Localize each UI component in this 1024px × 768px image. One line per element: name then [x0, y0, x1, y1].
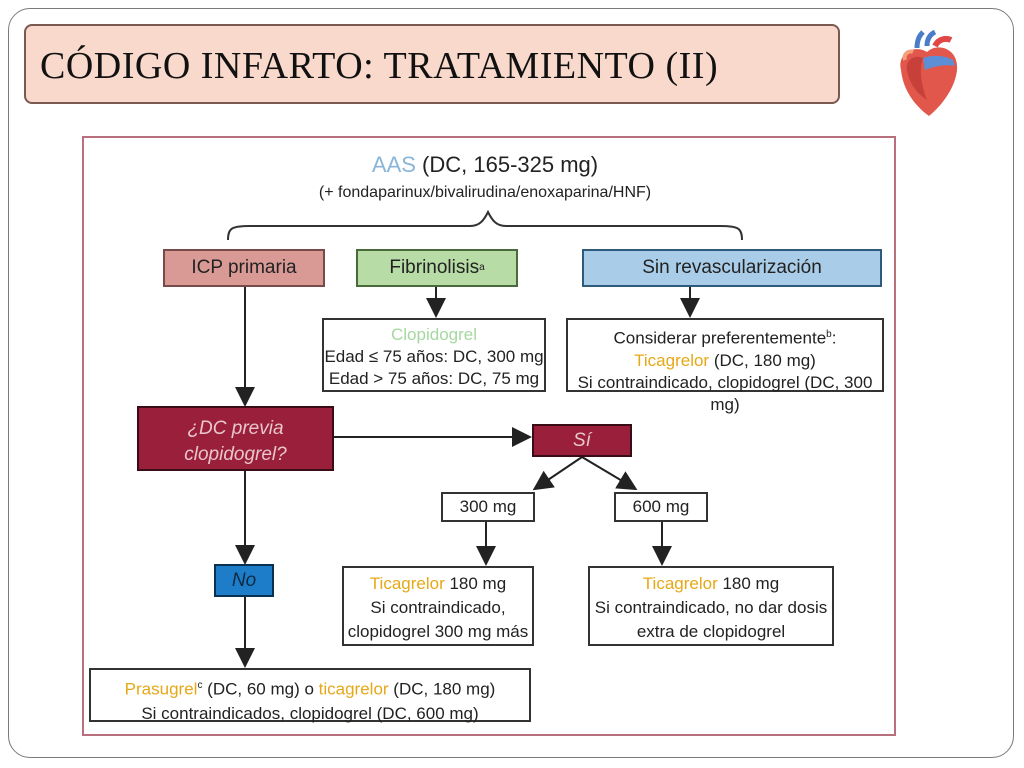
sin-revascularizacion-detail-box: Considerar preferentementeb: Ticagrelor … [566, 318, 884, 414]
prasugrel-line: Prasugrelc (DC, 60 mg) o ticagrelor (DC,… [124, 679, 496, 699]
sin-revascularizacion-label: Sin revascularización [642, 257, 822, 278]
icp-primaria-label: ICP primaria [191, 257, 297, 278]
mg600-line3: extra de clopidogrel [636, 622, 786, 641]
mg600-box: 600 mg [614, 492, 708, 522]
aas-anticoagulants: (+ fondaparinux/bivalirudina/enoxaparina… [318, 184, 652, 201]
age-over-75: Edad > 75 años: DC, 75 mg [328, 369, 540, 388]
aas-label: AAS [371, 152, 416, 177]
ticagrelor-line: Ticagrelor (DC, 180 mg) [634, 350, 816, 370]
dc-previa-question-box: ¿DC previa clopidogrel? [137, 406, 334, 471]
no-label: No [231, 569, 257, 591]
aas-dose: (DC, 165-325 mg) [415, 152, 599, 177]
no-box: No [214, 564, 274, 597]
diagram-frame [82, 136, 896, 736]
aas-heading: AAS (DC, 165-325 mg) [250, 152, 720, 178]
contraindicado-line: Si contraindicado, clopidogrel (DC, 300 … [577, 372, 873, 414]
mg300-box: 300 mg [441, 492, 535, 522]
mg600-label: 600 mg [632, 497, 690, 516]
fibrinolisis-label: Fibrinolisis [389, 257, 480, 278]
sin-revascularizacion-box: Sin revascularización [582, 249, 882, 287]
mg300-detail-box: Ticagrelor 180 mg Si contraindicado, clo… [342, 566, 534, 646]
mg300-line2: Si contraindicado, [370, 598, 506, 617]
mg300-line3: clopidogrel 300 mg más [347, 622, 529, 641]
prasugrel-contraindicado: Si contraindicados, clopidogrel (DC, 600… [141, 703, 479, 723]
title-box: CÓDIGO INFARTO: TRATAMIENTO (II) [24, 24, 840, 104]
si-label: Sí [573, 429, 591, 451]
heart-icon [900, 30, 958, 116]
mg600-ticagrelor: Ticagrelor 180 mg [642, 574, 780, 593]
considerar-line: Considerar preferentementeb: [613, 328, 837, 348]
prasugrel-box: Prasugrelc (DC, 60 mg) o ticagrelor (DC,… [89, 668, 531, 723]
icp-primaria-box: ICP primaria [163, 249, 325, 287]
clopidogrel-title: Clopidogrel [391, 325, 477, 344]
mg300-label: 300 mg [459, 497, 517, 516]
age-under-75: Edad ≤ 75 años: DC, 300 mg [324, 347, 544, 366]
question-line1: ¿DC previa [187, 418, 284, 439]
mg600-line2: Si contraindicado, no dar dosis [594, 598, 828, 617]
page-title: CÓDIGO INFARTO: TRATAMIENTO (II) [40, 45, 719, 87]
question-line2: clopidogrel? [184, 444, 287, 465]
mg600-detail-box: Ticagrelor 180 mg Si contraindicado, no … [588, 566, 834, 646]
mg300-ticagrelor: Ticagrelor 180 mg [369, 574, 507, 593]
fibrinolisis-detail-box: Clopidogrel Edad ≤ 75 años: DC, 300 mg E… [322, 318, 546, 392]
fibrinolisis-sup: a [479, 262, 485, 273]
si-box: Sí [532, 424, 632, 457]
